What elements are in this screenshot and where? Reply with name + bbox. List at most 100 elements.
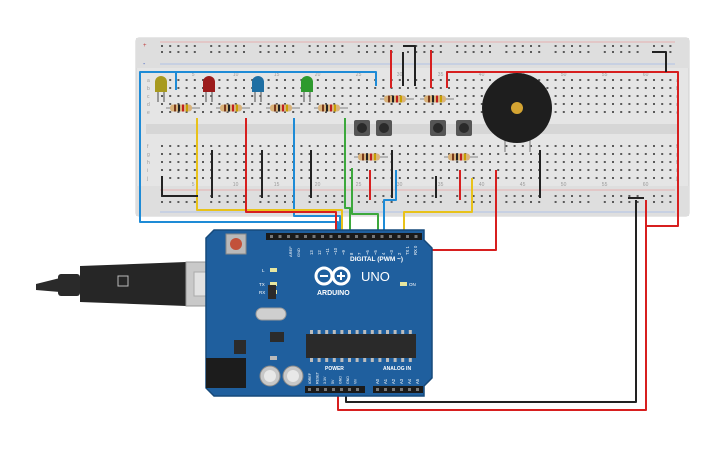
l-led-label: L	[262, 268, 265, 273]
digital-pin-label: TX 1	[405, 245, 410, 255]
digital-header-pins	[270, 235, 418, 238]
digital-header	[266, 233, 422, 240]
red-wire-buzzer	[446, 71, 679, 227]
rx-led-label: RX	[259, 290, 265, 295]
tx-led-label: TX	[259, 282, 265, 287]
column-number-bottom: 25	[356, 182, 362, 188]
digital-pin-label: ~11	[325, 248, 330, 255]
push-button-2[interactable]	[376, 120, 392, 136]
arduino-logo-icon	[314, 266, 351, 286]
digital-pin-label: 13	[309, 250, 314, 255]
power-label: POWER	[325, 366, 344, 372]
digital-pin-label: RX 0	[413, 245, 418, 255]
row-letter-left: d	[147, 102, 150, 108]
column-number-bottom: 60	[643, 182, 649, 188]
row-letter-left: a	[147, 78, 150, 84]
resistor	[380, 95, 414, 103]
usb-icon	[117, 275, 129, 287]
breadboard: 5510101515202025253030353540404545505055…	[135, 37, 690, 217]
green-wire-button	[351, 168, 379, 232]
analog-pin-label: A5	[415, 378, 420, 384]
power-pin-label: IOREF	[308, 372, 312, 384]
column-number-top: 50	[561, 72, 567, 78]
column-number-bottom: 45	[520, 182, 526, 188]
blue-wire-inner	[293, 118, 341, 232]
column-number-top: 30	[397, 72, 403, 78]
power-pin-label: GND	[346, 376, 350, 384]
leds	[155, 76, 313, 102]
black-wire-top-right	[652, 51, 667, 72]
atmega-chip	[306, 334, 416, 358]
analog-header	[373, 386, 423, 393]
column-number-top: 55	[602, 72, 608, 78]
row-letter-left: e	[147, 110, 150, 116]
row-letter-left: h	[147, 160, 150, 166]
yellow-wire-right	[403, 178, 473, 232]
black-wire-top-mid	[403, 45, 416, 86]
row-letter-left: f	[147, 144, 149, 150]
buzzer-center	[511, 102, 523, 114]
blue-led	[252, 76, 264, 102]
row-letter-left: j	[146, 176, 148, 182]
column-number-bottom: 40	[479, 182, 485, 188]
yellow-wire-left	[196, 118, 343, 232]
bottom-header-pins	[308, 388, 419, 391]
digital-pin-label: ~5	[373, 250, 378, 255]
green-wire-led	[344, 118, 351, 232]
column-number-bottom: 20	[315, 182, 321, 188]
on-led-label: ON	[409, 282, 416, 287]
row-letter-left: b	[147, 86, 150, 92]
push-button-3[interactable]	[430, 120, 446, 136]
resistor	[444, 153, 478, 161]
digital-header-label: DIGITAL (PWM ~)	[350, 256, 403, 263]
analog-pin-label: A3	[399, 378, 404, 384]
digital-pin-label: 7	[357, 252, 362, 255]
red-wire-5v	[337, 200, 647, 411]
column-number-bottom: 30	[397, 182, 403, 188]
arduino-brand-label: ARDUINO	[317, 290, 350, 297]
push-button-4[interactable]	[456, 120, 472, 136]
column-number-top: 5	[192, 72, 195, 78]
power-pin-label: GND	[338, 376, 342, 384]
usb-cable	[36, 261, 233, 307]
digital-pin-label: 12	[317, 250, 322, 255]
resistors	[166, 95, 478, 161]
analog-pin-label: A4	[407, 378, 412, 384]
arduino-model-label: UNO	[361, 269, 390, 284]
piezo-buzzer	[482, 73, 552, 152]
chip-pins	[310, 330, 412, 362]
digital-pin-label: 8	[349, 252, 354, 255]
power-pin-label: RESET	[316, 371, 320, 384]
row-letter-left: i	[147, 168, 148, 174]
gnd-header-label: GND	[296, 248, 301, 257]
row-letter-left: g	[147, 152, 150, 158]
column-number-top: 35	[438, 72, 444, 78]
column-number-top: 60	[643, 72, 649, 78]
digital-pin-label: ~9	[341, 250, 346, 255]
resistor	[420, 95, 454, 103]
column-number-bottom: 5	[192, 182, 195, 188]
resistor	[216, 104, 250, 112]
column-number-top: 20	[315, 72, 321, 78]
row-letter-right: i	[676, 168, 677, 174]
push-button-1[interactable]	[354, 120, 370, 136]
digital-pin-label: 2	[397, 252, 402, 255]
aref-label: AREF	[288, 246, 293, 257]
blue-wire-top	[176, 71, 377, 86]
column-number-top: 25	[356, 72, 362, 78]
rail-minus-label: -	[143, 61, 146, 68]
black-wire-bottom-left	[161, 176, 198, 197]
column-number-bottom: 50	[561, 182, 567, 188]
digital-pin-label: ~10	[333, 247, 338, 255]
blue-wire-button	[383, 170, 397, 232]
column-number-bottom: 10	[233, 182, 239, 188]
column-number-top: 10	[233, 72, 239, 78]
green-led	[301, 76, 313, 102]
red-led	[203, 76, 215, 102]
